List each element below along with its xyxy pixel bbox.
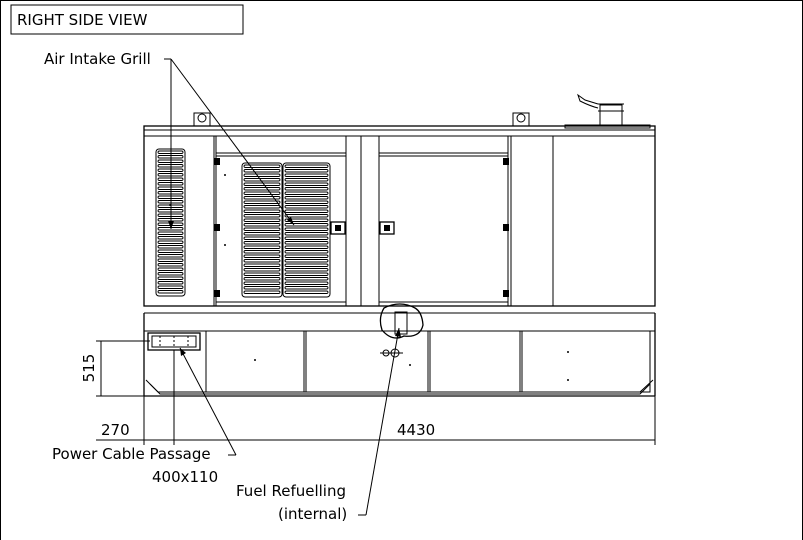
canopy-body	[143, 125, 656, 314]
fuel-label: Fuel Refuelling	[236, 482, 346, 500]
title-box: RIGHT SIDE VIEW	[10, 4, 244, 35]
base-frame	[143, 313, 656, 397]
dim-515-label: 515	[80, 354, 98, 383]
louver-column-door-b	[282, 162, 331, 298]
callout-power-cable: Power Cable Passage 400x110	[52, 347, 237, 486]
fuel-internal: (internal)	[278, 505, 347, 523]
lifting-eyes	[193, 112, 530, 127]
callout-air-intake: Air Intake Grill	[44, 50, 295, 229]
dim-270-label: 270	[101, 421, 130, 439]
view-title: RIGHT SIDE VIEW	[17, 11, 148, 29]
power-cable-passage	[147, 332, 201, 351]
door-hardware	[214, 158, 509, 297]
power-cable-size: 400x110	[152, 468, 218, 486]
louver-column-door-a	[241, 162, 283, 298]
air-intake-louvers	[155, 148, 331, 298]
dim-4430-label: 4430	[397, 421, 435, 439]
power-cable-label: Power Cable Passage	[52, 445, 211, 463]
dimension-length: 270 4430	[96, 350, 656, 445]
dimension-base-height: 515	[80, 340, 150, 397]
exhaust-outlet	[564, 93, 651, 129]
air-intake-label: Air Intake Grill	[44, 50, 151, 68]
fuel-fitting	[380, 348, 403, 358]
detail-dots	[169, 174, 569, 381]
callout-fuel: Fuel Refuelling (internal)	[236, 327, 401, 523]
fuel-cap-cutout	[379, 303, 424, 339]
